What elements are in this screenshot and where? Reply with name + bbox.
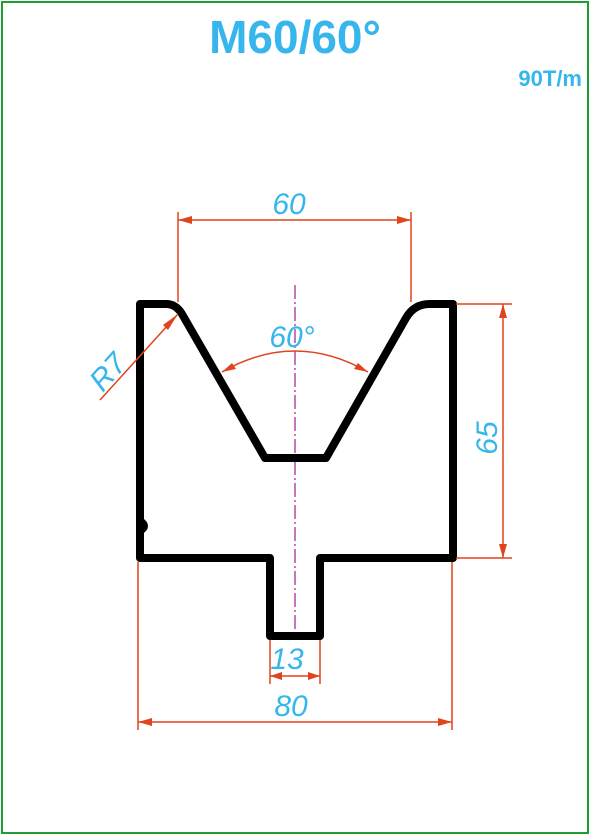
- top-width-dimension: [177, 212, 412, 302]
- tang-width-dimension: [269, 640, 321, 684]
- die-profile: [136, 300, 457, 640]
- capacity-label: 90T/m: [518, 66, 582, 91]
- height-label: 65: [471, 421, 504, 455]
- base-width-label: 80: [274, 690, 308, 723]
- angle-dimension: [221, 350, 369, 373]
- top-width-label: 60: [272, 188, 306, 221]
- angle-label: 60°: [269, 321, 314, 354]
- radius-label: R7: [83, 346, 134, 398]
- profile-notch: [138, 517, 148, 535]
- die-title: M60/60°: [209, 11, 381, 63]
- height-dimension: [456, 303, 512, 559]
- tang-width-label: 13: [270, 643, 304, 676]
- base-width-dimension: [137, 562, 453, 730]
- radius-dimension: [99, 313, 179, 401]
